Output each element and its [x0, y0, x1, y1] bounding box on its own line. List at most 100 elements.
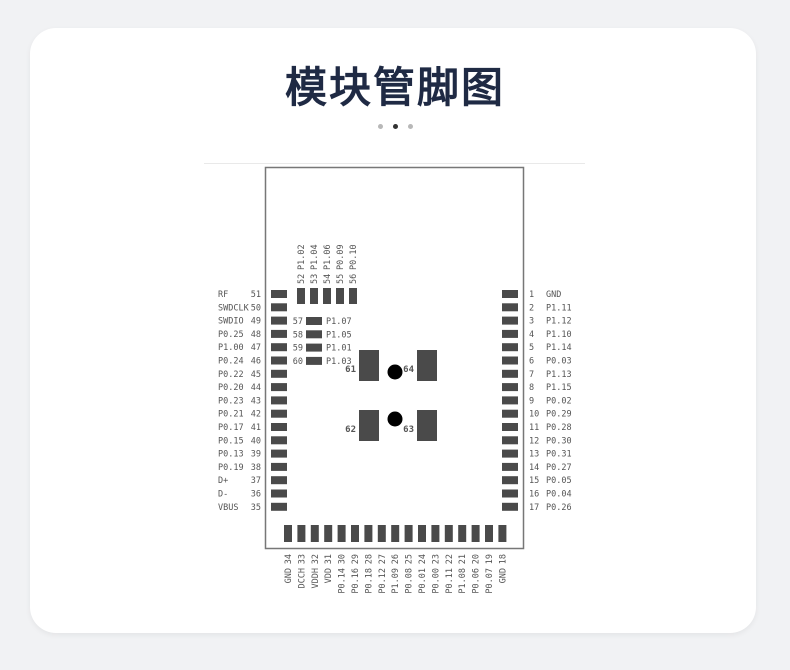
pin-label: RF — [218, 290, 228, 300]
pin-pad — [502, 343, 518, 352]
pin-pad — [271, 343, 287, 352]
pin-label: P0.28 — [546, 423, 572, 433]
pager-dot[interactable] — [392, 124, 398, 129]
pin-pad — [502, 436, 518, 445]
pin-label: P0.26 — [546, 503, 572, 513]
pin-number: 25 — [405, 554, 415, 564]
pad-number: 61 — [345, 365, 356, 375]
pin-pad — [485, 525, 493, 542]
pin-number: 36 — [251, 490, 261, 500]
page-title: 模块管脚图 — [284, 63, 505, 112]
pin-pad — [391, 525, 400, 542]
pin-number: 46 — [251, 357, 261, 367]
pin-number: 30 — [338, 554, 348, 564]
pin-pad — [502, 396, 518, 405]
pin-number: 27 — [378, 554, 388, 564]
pin-label: GND — [498, 568, 508, 583]
pin-label: P0.16 — [351, 568, 361, 594]
pin-number: 37 — [251, 476, 261, 486]
pin-pad — [324, 525, 333, 542]
pin-label: VDDH — [311, 568, 321, 588]
pin-pad — [336, 288, 344, 304]
pad-number: 63 — [403, 425, 414, 435]
pin-number: 56 — [349, 274, 359, 284]
module-outline — [264, 166, 525, 550]
pin-label: VBUS — [218, 503, 238, 513]
pin-label: P0.24 — [218, 357, 244, 367]
ground-pad — [359, 410, 379, 441]
pin-label: P1.03 — [326, 357, 352, 367]
pin-pad — [271, 449, 287, 458]
pin-pad — [271, 462, 287, 471]
pin-label: P0.15 — [218, 436, 244, 446]
pin-number: 1 — [529, 290, 534, 300]
pin-label: P1.15 — [546, 383, 572, 393]
title-divider — [204, 163, 585, 164]
pin-pad — [306, 356, 322, 365]
pin-pad — [271, 383, 287, 392]
pin-label: P0.06 — [472, 568, 482, 594]
pin-label: GND — [284, 568, 294, 583]
pin-label: P1.01 — [326, 344, 352, 354]
pin-number: 54 — [323, 274, 333, 284]
pin-label: P1.07 — [326, 317, 352, 327]
pin-pad — [271, 316, 287, 325]
ground-pad — [359, 350, 379, 381]
pin-pad — [306, 330, 322, 339]
pin-number: 9 — [529, 396, 534, 406]
pin-number: 11 — [529, 423, 539, 433]
pin-number: 5 — [529, 343, 534, 353]
pin-number: 50 — [251, 303, 261, 313]
pin-pad — [306, 317, 322, 325]
pin-pad — [404, 525, 413, 542]
pin-pad — [271, 290, 287, 298]
pin-pad — [502, 423, 518, 431]
pin-pad — [271, 329, 287, 338]
pin-label: P0.11 — [445, 568, 455, 594]
pin-number: 48 — [251, 330, 261, 340]
pin-pad — [498, 525, 507, 542]
pin-pad — [323, 288, 331, 304]
pin-label: P0.25 — [218, 330, 244, 340]
pin-number: 16 — [529, 490, 539, 500]
pin-label: P0.00 — [431, 568, 441, 594]
pin-number: 4 — [529, 330, 534, 340]
pin-pad — [502, 462, 518, 471]
pin-number: 32 — [311, 554, 321, 564]
pin-pad — [297, 288, 305, 304]
pin-number: 42 — [251, 410, 261, 420]
pin-pad — [471, 525, 480, 542]
pager-dot[interactable] — [407, 124, 413, 129]
pin-pad — [271, 436, 287, 445]
pin-label: P0.27 — [546, 463, 572, 473]
pin-pad — [502, 290, 518, 298]
pin-label: P0.30 — [546, 436, 572, 446]
pin-label: P0.17 — [218, 423, 244, 433]
pin-label: P0.10 — [349, 244, 359, 270]
pin-pad — [271, 423, 287, 431]
pad-number: 64 — [403, 365, 414, 375]
pin-label: P1.06 — [323, 244, 333, 270]
pin-label: P0.21 — [218, 410, 244, 420]
pin-number: 38 — [251, 463, 261, 473]
pad-number: 62 — [345, 425, 356, 435]
pin-number: 58 — [293, 330, 303, 340]
pin-pad — [271, 476, 287, 485]
pin-number: 59 — [293, 344, 303, 354]
pin-number: 18 — [498, 554, 508, 564]
pin-pad — [502, 502, 518, 511]
pin-number: 44 — [251, 383, 261, 393]
pin-pad — [502, 316, 518, 325]
pin-label: SWDCLK — [218, 303, 250, 313]
pin-label: P0.20 — [218, 383, 244, 393]
pin-number: 8 — [529, 383, 534, 393]
pin-label: P0.22 — [218, 370, 244, 380]
pager-dot[interactable] — [377, 124, 383, 129]
pin-label: D+ — [218, 476, 228, 486]
pin-number: 40 — [251, 436, 261, 446]
pin-pad — [502, 449, 518, 458]
pin-number: 47 — [251, 343, 261, 353]
pin-number: 26 — [391, 554, 401, 564]
pin-pad — [502, 303, 518, 312]
pin-pad — [284, 525, 292, 542]
